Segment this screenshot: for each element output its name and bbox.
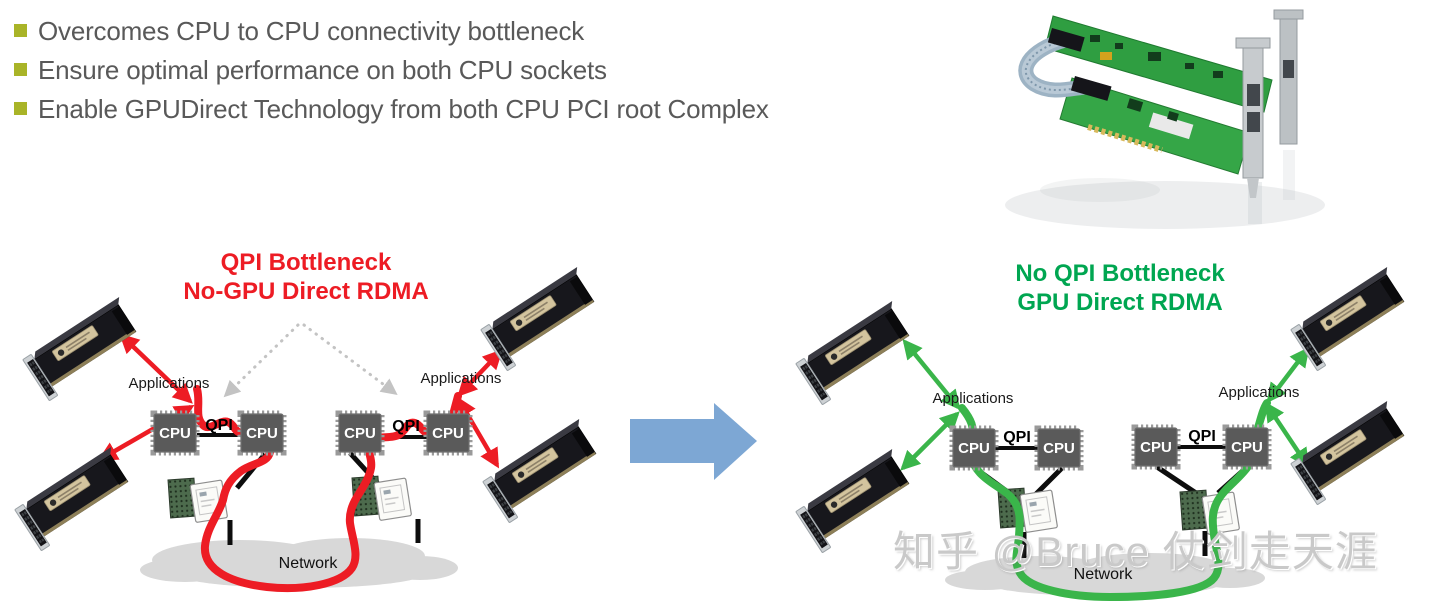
applications-label: Applications (1219, 384, 1300, 401)
gpu-card-icon (1289, 400, 1415, 506)
bullet-square-icon (14, 24, 27, 37)
bullet-square-icon (14, 63, 27, 76)
bullet-item: Overcomes CPU to CPU connectivity bottle… (14, 16, 769, 46)
bullet-square-icon (14, 102, 27, 115)
cpu-label: CPU (958, 440, 990, 457)
cpu-label: CPU (246, 425, 278, 442)
gpu-card-icon (479, 266, 605, 372)
left-diagram-title: QPI Bottleneck No-GPU Direct RDMA (136, 249, 476, 306)
gpu-card-icon (481, 418, 607, 524)
interconnect-cable (1018, 27, 1112, 101)
gpu-card-icon (21, 296, 147, 402)
bullet-item: Ensure optimal performance on both CPU s… (14, 55, 769, 85)
cpu-label: CPU (344, 425, 376, 442)
qpi-label: QPI (205, 417, 233, 434)
left-title-line1: QPI Bottleneck (220, 249, 392, 276)
network-label: Network (279, 555, 339, 572)
cpu-label: CPU (159, 425, 191, 442)
photo-reflection (1005, 181, 1325, 229)
gpu-card-icon (1289, 266, 1415, 372)
right-title-line2: GPU Direct RDMA (1017, 288, 1223, 316)
bullet-list: Overcomes CPU to CPU connectivity bottle… (14, 16, 769, 133)
right-diagram-title: No QPI Bottleneck GPU Direct RDMA (950, 260, 1290, 317)
photo-reflection (1040, 178, 1160, 202)
cpu-label: CPU (1043, 440, 1075, 457)
left-diagram: Applications Applications QPI QPI CPU CP… (13, 266, 607, 593)
bullet-item: Enable GPUDirect Technology from both CP… (14, 94, 769, 124)
cpu-label: CPU (1140, 439, 1172, 456)
applications-label: Applications (933, 390, 1014, 407)
bullet-text: Ensure optimal performance on both CPU s… (38, 55, 607, 85)
adapter-brackets (1235, 9, 1304, 198)
network-label: Network (1074, 566, 1134, 583)
cpu-label: CPU (1231, 439, 1263, 456)
cpu-label: CPU (432, 425, 464, 442)
left-title-line2: No-GPU Direct RDMA (183, 277, 429, 305)
applications-label: Applications (129, 375, 210, 392)
bullet-text: Enable GPUDirect Technology from both CP… (38, 94, 769, 124)
right-title-line1: No QPI Bottleneck (1015, 260, 1225, 287)
qpi-label: QPI (1188, 428, 1216, 445)
adapter-back-board (1044, 15, 1273, 113)
transition-arrow-icon (630, 403, 757, 480)
applications-label: Applications (421, 370, 502, 387)
bullet-text: Overcomes CPU to CPU connectivity bottle… (38, 16, 585, 46)
watermark: 知乎 @Bruce 仗剑走天涯 (893, 528, 1378, 575)
adapter-front-board (1059, 77, 1251, 175)
bracket-reflection (1283, 150, 1295, 200)
dotted-arrows (223, 323, 398, 398)
green-gpu-arrows (900, 338, 1310, 471)
right-diagram: Applications Applications QPI QPI CPU CP… (794, 266, 1415, 601)
gpu-card-icon (794, 300, 920, 406)
gpu-card-icon (13, 446, 139, 552)
qpi-label: QPI (392, 418, 420, 435)
adapter-photo (1005, 9, 1325, 229)
qpi-label: QPI (1003, 429, 1031, 446)
